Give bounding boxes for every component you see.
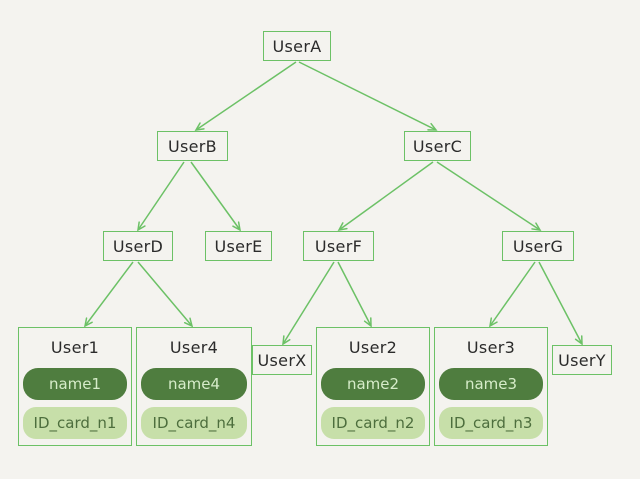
name-field: name4: [141, 368, 247, 400]
edge-b-e: [190, 161, 242, 232]
node-usere: UserE: [205, 231, 272, 261]
leaf-title: User2: [348, 338, 398, 357]
node-usera: UserA: [263, 31, 331, 61]
leaf-user2: User2 name2 ID_card_n2: [316, 327, 430, 446]
leaf-user1: User1 name1 ID_card_n1: [18, 327, 132, 446]
edge-b-d: [137, 161, 185, 232]
edge-d-4: [137, 261, 194, 328]
edge-f-2: [337, 261, 372, 328]
edge-d-1: [83, 261, 134, 328]
edge-a-b: [194, 61, 297, 131]
name-field: name2: [321, 368, 425, 400]
node-userg: UserG: [502, 231, 574, 261]
name-field: name1: [23, 368, 127, 400]
name-field: name3: [439, 368, 543, 400]
id-card-field: ID_card_n2: [321, 407, 425, 439]
edge-f-x: [282, 261, 335, 346]
node-userc: UserC: [404, 131, 471, 161]
node-userd: UserD: [103, 231, 173, 261]
edge-c-f: [337, 161, 434, 232]
edge-c-g: [436, 161, 542, 231]
node-usery: UserY: [552, 345, 612, 375]
leaf-title: User1: [50, 338, 100, 357]
node-userb: UserB: [157, 131, 228, 161]
node-userf: UserF: [303, 231, 374, 261]
edge-a-c: [298, 61, 438, 131]
edge-g-3: [489, 261, 536, 328]
node-userx: UserX: [252, 345, 312, 375]
id-card-field: ID_card_n4: [141, 407, 247, 439]
edge-g-y: [538, 261, 583, 346]
leaf-title: User4: [169, 338, 219, 357]
leaf-user4: User4 name4 ID_card_n4: [136, 327, 252, 446]
leaf-user3: User3 name3 ID_card_n3: [434, 327, 548, 446]
id-card-field: ID_card_n1: [23, 407, 127, 439]
id-card-field: ID_card_n3: [439, 407, 543, 439]
leaf-title: User3: [466, 338, 516, 357]
